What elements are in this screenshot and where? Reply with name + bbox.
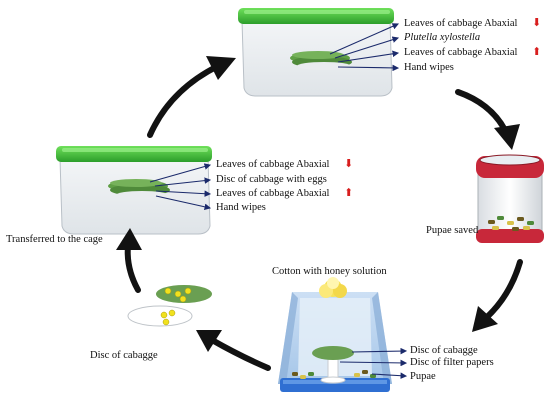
left-label-1: Leaves of cabbage Abaxial xyxy=(216,159,330,170)
abaxial-up-marker-icon: ⬆ xyxy=(344,187,354,199)
emergence-cage xyxy=(278,277,392,392)
top-label-2: Plutella xylostella xyxy=(404,32,481,43)
cage-label-3: Pupae xyxy=(410,371,436,382)
left-pointer-lines xyxy=(149,163,212,211)
cage-pupae xyxy=(292,370,376,379)
left-container xyxy=(56,146,212,235)
cycle-arrows xyxy=(116,56,523,371)
left-label-3: Leaves of cabbage Abaxial xyxy=(216,188,330,199)
pupae-jar xyxy=(476,154,544,243)
abaxial-up-marker-icon: ⬆ xyxy=(532,46,542,58)
transfer-label: Transferred to the cage xyxy=(6,234,103,245)
cage-label-2: Disc of filter papers xyxy=(410,357,494,368)
abaxial-down-marker-icon: ⬇ xyxy=(344,158,354,170)
arrow-to-left-box xyxy=(116,228,142,293)
jar-label: Pupae saved xyxy=(426,225,479,236)
cage-label-1: Disc of cabagge xyxy=(410,345,478,356)
cage-top-label: Cotton with honey solution xyxy=(272,266,387,277)
honey-cotton xyxy=(319,277,347,298)
disc-eggs xyxy=(160,287,192,326)
left-label-2: Disc of cabbage with eggs xyxy=(216,174,327,185)
top-label-4: Hand wipes xyxy=(404,62,454,73)
jar-pupae xyxy=(488,216,534,231)
arrow-to-cage xyxy=(472,259,523,332)
discs-label: Disc of cabagge xyxy=(90,350,158,361)
arrow-to-top-box xyxy=(147,56,236,138)
arrow-to-jar xyxy=(455,89,520,150)
left-label-4: Hand wipes xyxy=(216,202,266,213)
left-leaf-stack xyxy=(108,179,170,199)
cage-cabbage-disc xyxy=(312,346,354,360)
white-disc xyxy=(127,305,193,327)
top-label-1: Leaves of cabbage Abaxial xyxy=(404,18,518,29)
abaxial-down-marker-icon: ⬇ xyxy=(532,17,542,29)
top-label-3: Leaves of cabbage Abaxial xyxy=(404,47,518,58)
cabbage-discs xyxy=(127,285,212,327)
arrow-to-discs xyxy=(196,330,271,371)
top-container xyxy=(238,8,394,97)
top-pointer-lines xyxy=(329,23,400,72)
cage-pointer-lines xyxy=(339,347,408,379)
